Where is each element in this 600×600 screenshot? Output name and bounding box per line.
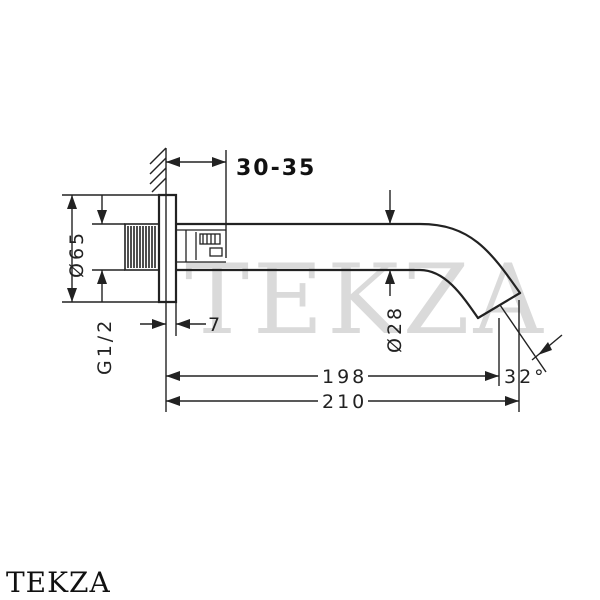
label-thread: G1/2 — [94, 318, 116, 375]
thread-connector — [124, 223, 160, 271]
dim-length-to-tip — [165, 318, 500, 412]
wall-flange — [157, 193, 178, 304]
dim-overall-length — [166, 300, 520, 412]
brand-logo-text: TEKZA — [6, 566, 111, 599]
watermark-text: TEKZA — [185, 244, 547, 356]
label-outlet-angle: 32° — [504, 366, 547, 388]
label-thread-offset: 7 — [208, 314, 223, 336]
dim-wall-thickness — [166, 150, 227, 258]
label-wall-thickness: 30-35 — [236, 156, 316, 181]
label-length-to-tip: 198 — [322, 366, 367, 388]
dim-thread-offset — [140, 302, 206, 336]
label-spout-diameter: Ø28 — [384, 305, 406, 353]
dim-outlet-angle — [499, 304, 563, 373]
dim-flange-diameter — [62, 194, 159, 303]
dim-thread — [92, 195, 125, 302]
spout-body — [174, 222, 522, 320]
label-overall-length: 210 — [322, 391, 367, 413]
dim-spout-diameter — [385, 190, 395, 296]
wall — [149, 147, 167, 195]
set-screw-detail — [176, 229, 226, 263]
label-flange-diameter: Ø65 — [66, 230, 88, 278]
